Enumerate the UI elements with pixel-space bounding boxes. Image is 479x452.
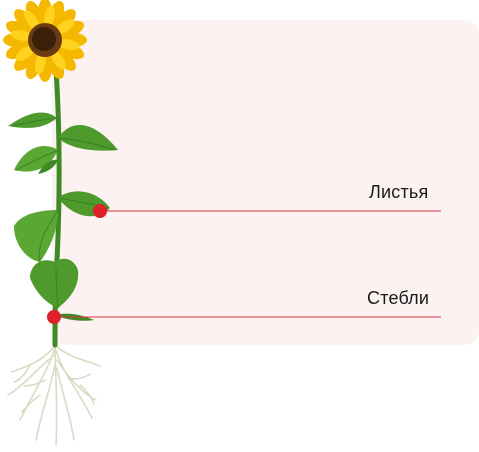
roots	[7, 339, 101, 446]
leaves-marker	[93, 204, 107, 218]
diagram-background-panel	[52, 20, 479, 345]
stems-label: Стебли	[367, 288, 430, 308]
sunflower-head	[3, 0, 87, 82]
leaves-label: Листья	[369, 182, 429, 202]
stems-marker	[47, 310, 61, 324]
